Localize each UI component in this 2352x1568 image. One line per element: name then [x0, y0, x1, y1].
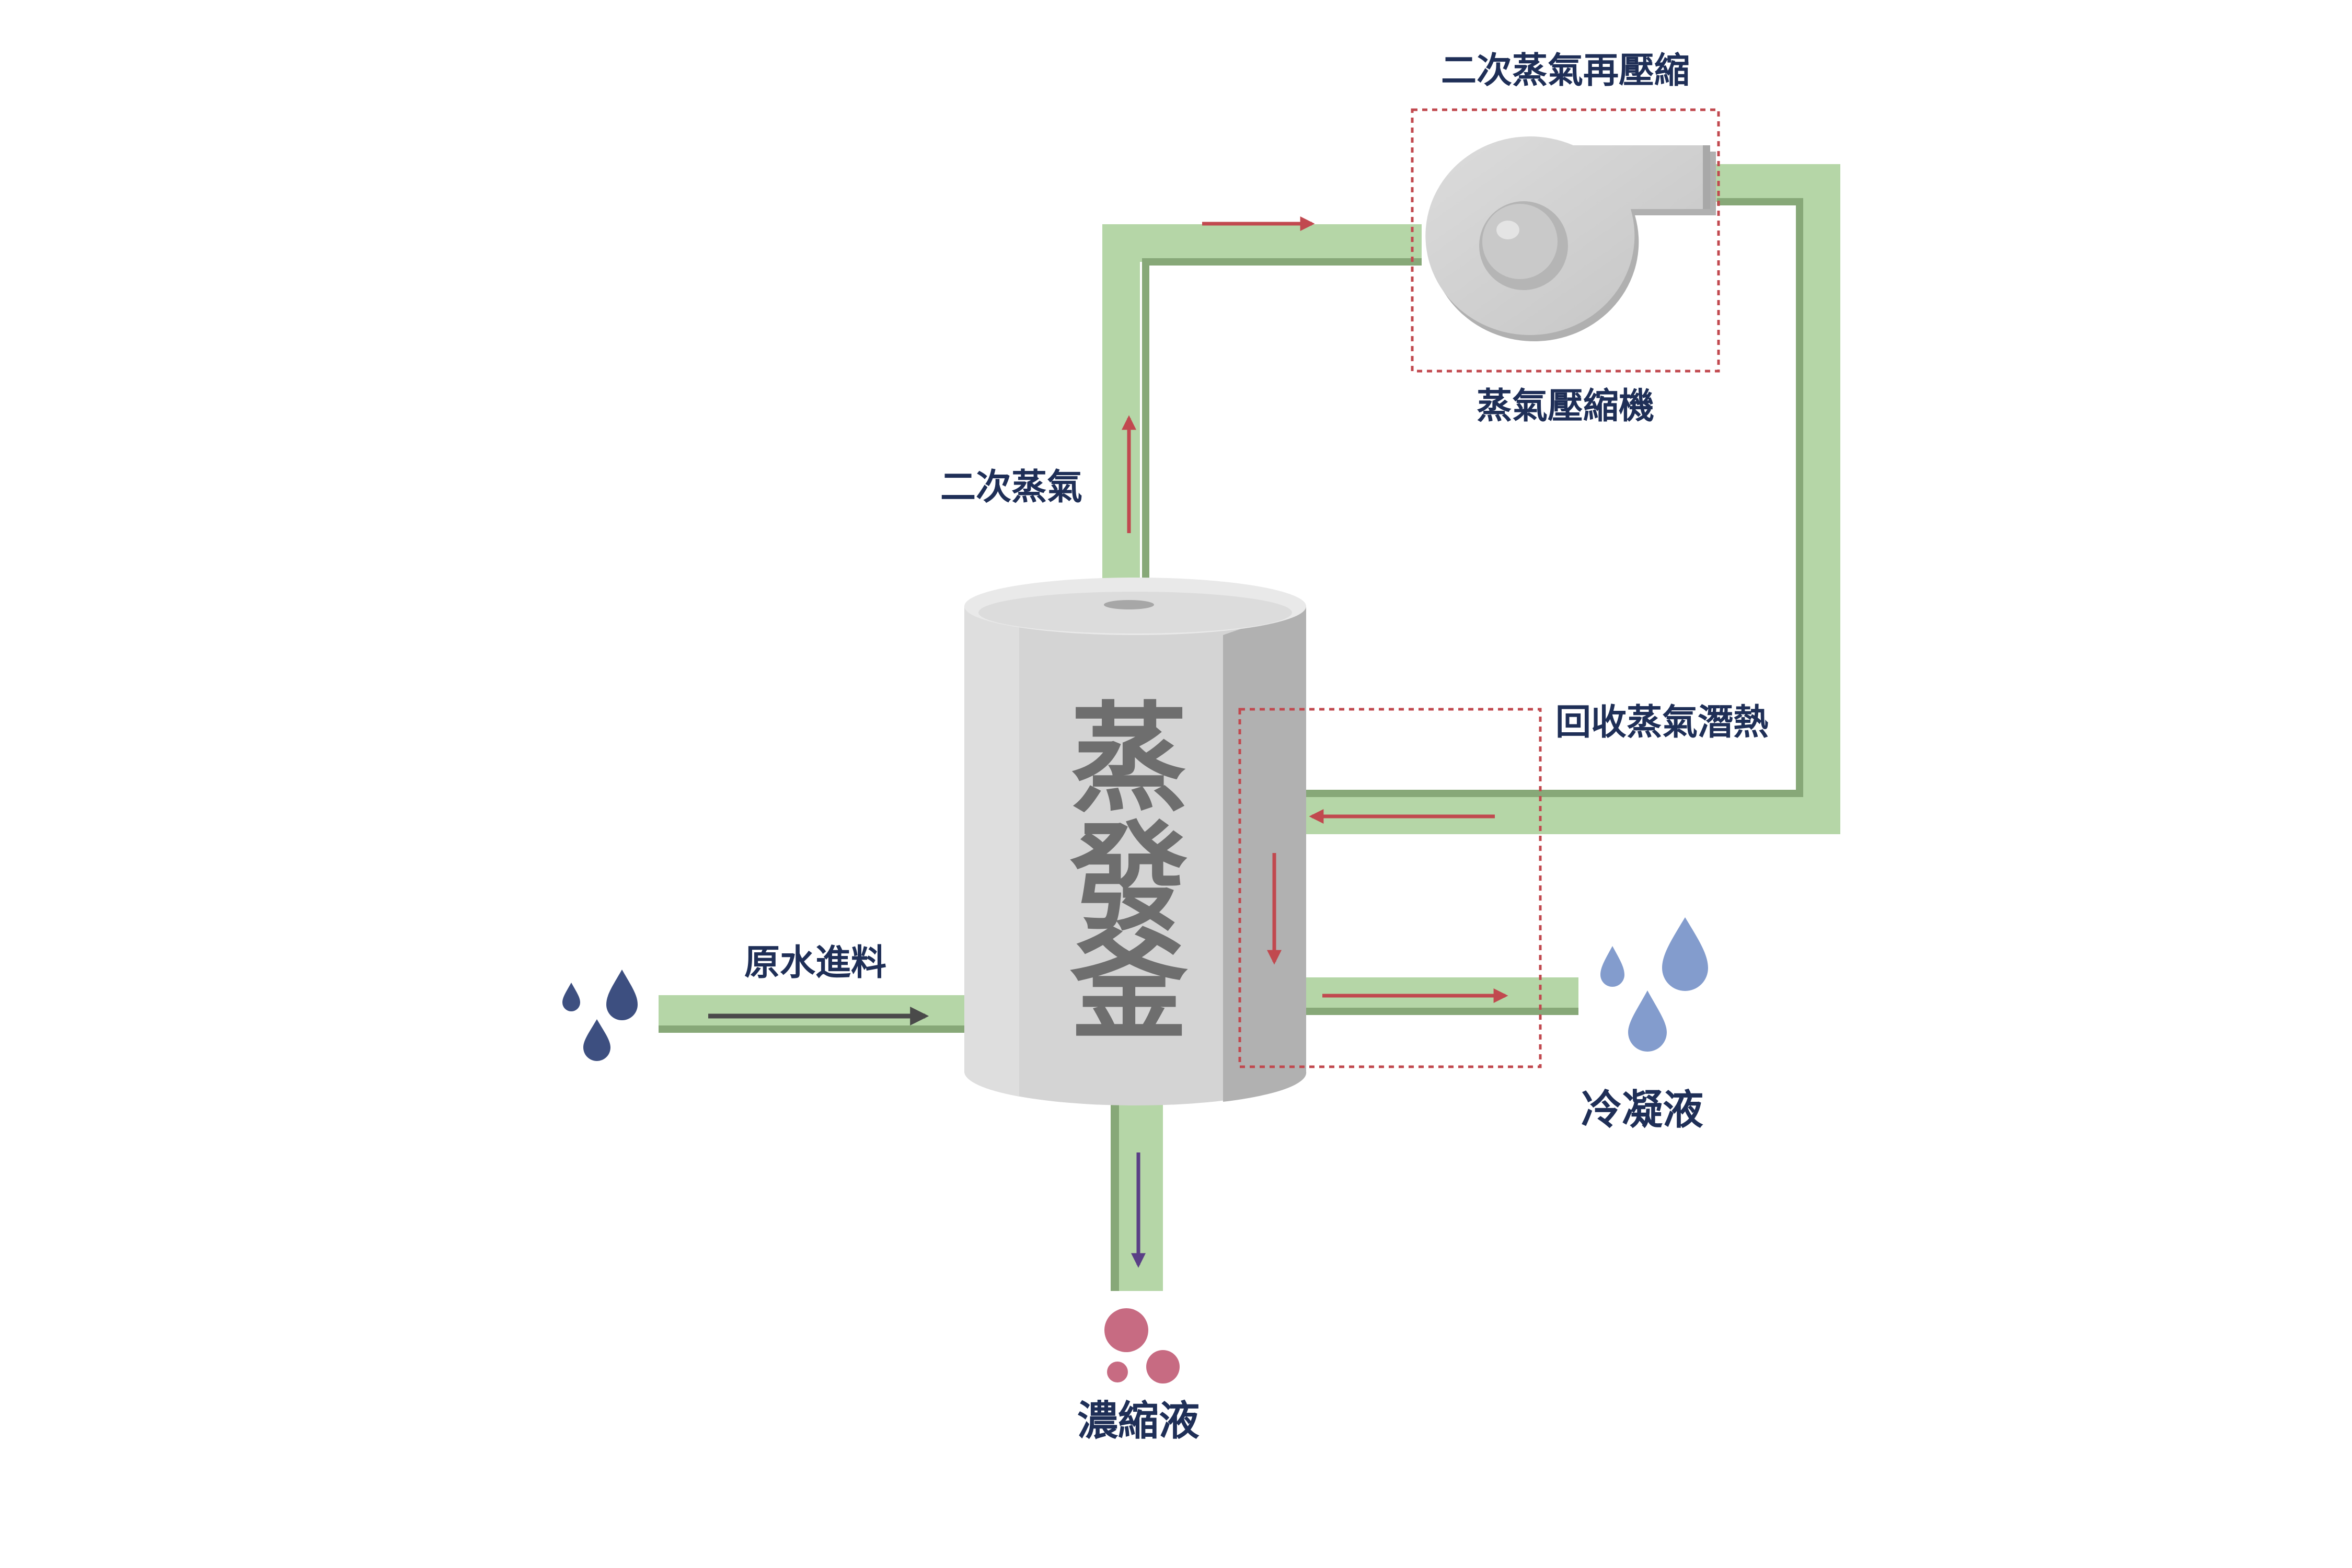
latent-heat-highlight-box	[1238, 708, 1542, 1068]
centrifugal-compressor-icon	[1425, 136, 1716, 342]
condensate-outlet-pipe	[1254, 977, 1578, 1015]
evaporator-label-char-3: 釜	[1070, 918, 1189, 1055]
steam-compressor-label: 蒸氣壓縮機	[1477, 386, 1654, 427]
evaporator-label-char-2: 發	[1070, 810, 1188, 947]
raw-water-feed-label: 原水進料	[744, 942, 886, 984]
secondary-steam-pipe	[1102, 224, 1422, 606]
evaporator-label-char-1: 蒸	[1070, 691, 1188, 828]
condensate-label: 冷凝液	[1581, 1087, 1703, 1134]
recover-latent-heat-label: 回收蒸氣潛熱	[1555, 702, 1769, 743]
vapor-recompression-label: 二次蒸氣再壓縮	[1441, 50, 1690, 91]
condensate-drops-icon	[1600, 917, 1708, 1052]
evaporator-vessel: 蒸 發 釜	[964, 578, 1307, 1105]
feed-water-drops-icon	[562, 970, 638, 1061]
recompression-highlight-box	[1411, 108, 1720, 373]
concentrate-label: 濃縮液	[1077, 1398, 1200, 1445]
concentrate-dots-icon	[1104, 1308, 1180, 1383]
compressed-steam-return-pipe	[1254, 164, 1840, 834]
secondary-steam-label: 二次蒸氣	[940, 467, 1082, 508]
